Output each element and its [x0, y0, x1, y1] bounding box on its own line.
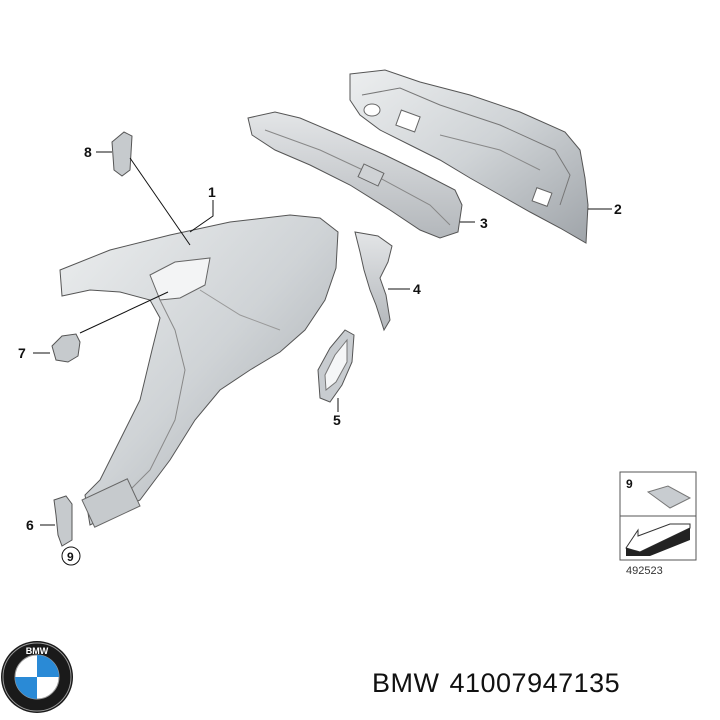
callout-7: 7 — [18, 345, 26, 361]
callout-1: 1 — [208, 184, 216, 200]
part-2-rear-panel — [349, 69, 589, 244]
legend-reference: 492523 — [626, 565, 663, 577]
bmw-logo: BMW — [1, 641, 73, 713]
callout-6: 6 — [26, 517, 34, 533]
part-8-top-bracket — [111, 131, 133, 177]
part-3-cross-member — [247, 111, 463, 239]
footer-brand: BMW — [372, 668, 440, 698]
callout-9-circled: 9 — [61, 546, 81, 566]
part-5-plate — [317, 329, 355, 403]
part-6-small-bracket — [53, 495, 73, 547]
part-1-side-panel — [59, 214, 339, 528]
callout-2: 2 — [614, 201, 622, 217]
callout-8: 8 — [84, 144, 92, 160]
legend-arrow-icon — [625, 523, 691, 553]
part-4-bracket — [354, 231, 393, 332]
leader-lines — [33, 151, 612, 526]
legend-number: 9 — [626, 477, 633, 491]
callout-5: 5 — [333, 412, 341, 428]
bmw-logo-letters: BMW — [26, 646, 49, 656]
callout-9: 9 — [67, 550, 74, 564]
legend-pad-shape — [646, 485, 692, 509]
footer-part-number: 41007947135 — [449, 668, 621, 698]
part-7-clip — [51, 333, 81, 363]
footer-part-number-line: BMW 41007947135 — [372, 668, 620, 699]
callout-3: 3 — [480, 215, 488, 231]
legend-box: 9 492523 — [619, 471, 697, 577]
callout-4: 4 — [413, 281, 421, 297]
